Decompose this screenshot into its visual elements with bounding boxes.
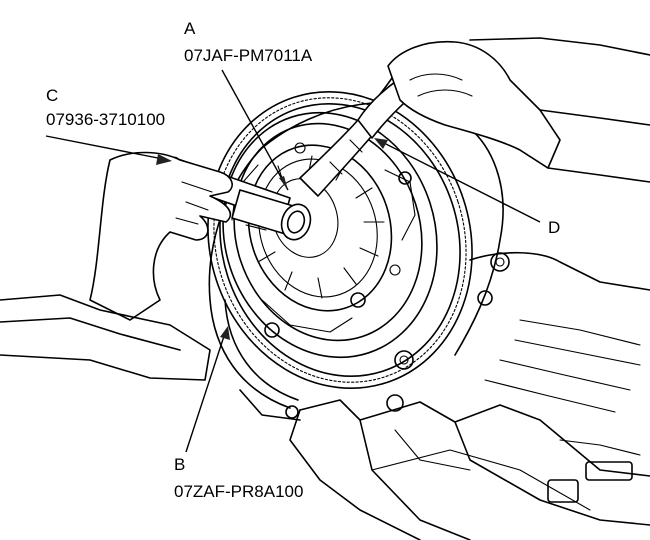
callout-a-letter: A <box>184 19 196 38</box>
right-hand <box>387 37 650 169</box>
callout-c-part-number: 07936-3710100 <box>46 110 165 129</box>
callout-b-part-number: 07ZAF-PR8A100 <box>174 482 303 501</box>
callout-a-part-number: 07JAF-PM7011A <box>184 46 313 65</box>
callout-c: C 07936-3710100 <box>45 86 172 165</box>
callout-b-letter: B <box>174 455 185 474</box>
left-hand <box>0 151 233 381</box>
flywheel-ring-gear <box>207 90 473 390</box>
callout-d: D <box>374 138 560 237</box>
callout-d-letter: D <box>548 218 560 237</box>
transmission-housing <box>285 99 650 540</box>
callout-b: B 07ZAF-PR8A100 <box>174 326 303 501</box>
callout-c-letter: C <box>46 86 58 105</box>
callout-a: A 07JAF-PM7011A <box>184 19 313 191</box>
